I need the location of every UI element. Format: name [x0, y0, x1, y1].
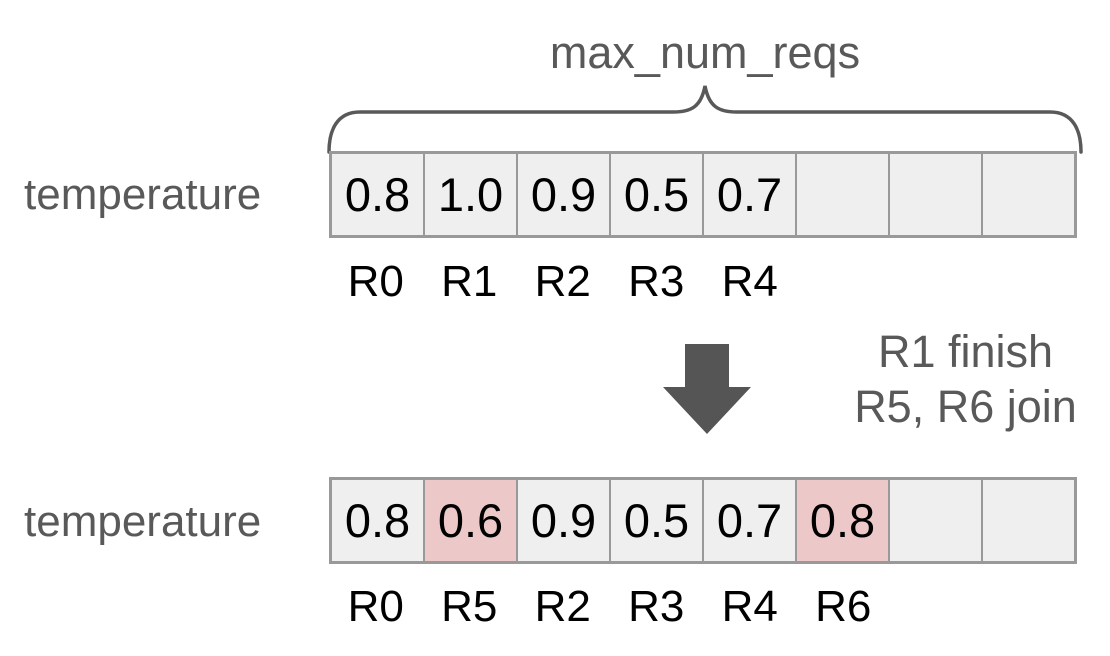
- request-label: R4: [721, 257, 778, 306]
- row2-temperature-label: temperature: [24, 497, 262, 546]
- array-cell: 0.8: [332, 154, 425, 235]
- array-cell: 0.8: [797, 480, 890, 561]
- row2-array: 0.8 0.6 0.9 0.5 0.7 0.8: [329, 477, 1077, 564]
- request-label: R6: [815, 582, 872, 631]
- row1-array: 0.8 1.0 0.9 0.5 0.7: [329, 151, 1077, 238]
- request-label: R3: [628, 582, 685, 631]
- array-cell: [890, 480, 983, 561]
- request-label: R3: [628, 257, 685, 306]
- request-label: R1: [441, 257, 498, 306]
- array-cell: 0.9: [518, 154, 611, 235]
- transition-note-line1: R1 finish: [877, 326, 1054, 377]
- array-cell: 0.7: [704, 480, 797, 561]
- request-label: R4: [721, 582, 778, 631]
- array-cell: [983, 154, 1074, 235]
- array-cell: [890, 154, 983, 235]
- request-label: R0: [347, 582, 404, 631]
- request-label: [890, 260, 984, 304]
- array-cell: [983, 480, 1074, 561]
- array-cell: 0.5: [611, 480, 704, 561]
- request-label: [984, 260, 1078, 304]
- array-cell: 0.8: [332, 480, 425, 561]
- brace: [327, 85, 1083, 154]
- array-cell: [797, 154, 890, 235]
- row1-temperature-label: temperature: [24, 170, 262, 219]
- row1-request-labels: R0 R1 R2 R3 R4: [329, 260, 1077, 304]
- down-arrow-icon: [663, 344, 751, 434]
- array-cell: 0.5: [611, 154, 704, 235]
- brace-label: max_num_reqs: [549, 27, 861, 78]
- request-label: R5: [441, 582, 498, 631]
- row2-request-labels: R0 R5 R2 R3 R4 R6: [329, 585, 1077, 629]
- array-cell: 0.6: [425, 480, 518, 561]
- array-cell: 0.9: [518, 480, 611, 561]
- request-label: [890, 585, 984, 629]
- request-label: [797, 260, 891, 304]
- array-cell: 0.7: [704, 154, 797, 235]
- request-label: R2: [534, 582, 591, 631]
- request-label: R2: [534, 257, 591, 306]
- array-cell: 1.0: [425, 154, 518, 235]
- request-label: R0: [347, 257, 404, 306]
- request-label: [984, 585, 1078, 629]
- transition-note: R1 finish R5, R6 join: [818, 325, 1110, 435]
- transition-note-line2: R5, R6 join: [854, 380, 1077, 432]
